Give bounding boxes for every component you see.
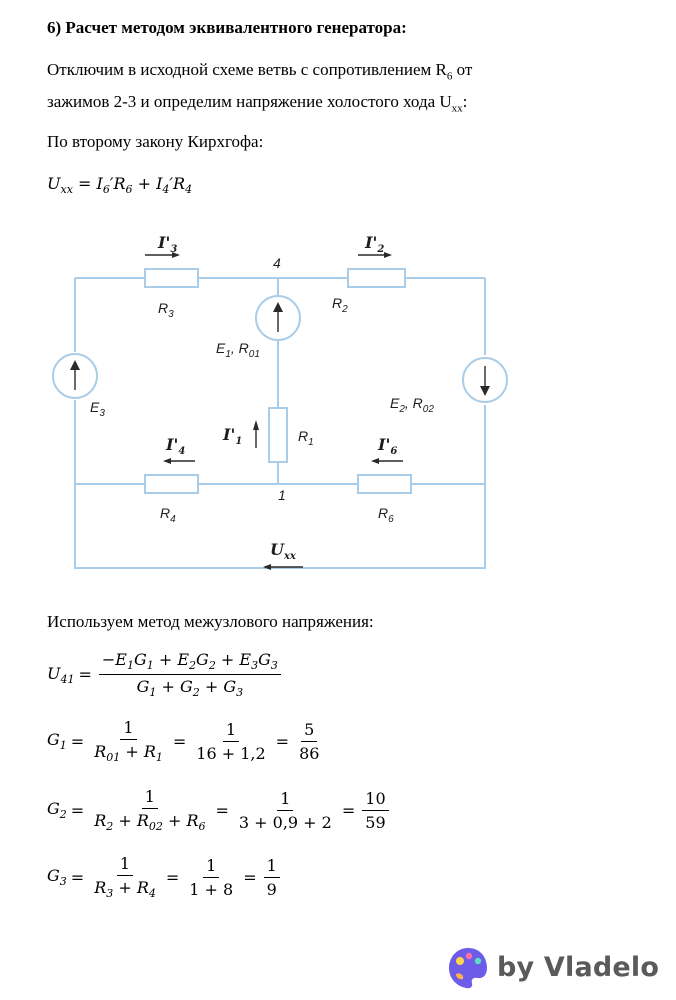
circuit-diagram: 4 1 R3 R2 R1 R4 R6 E1, R01 E3 E2, R02 I'… <box>52 233 508 570</box>
kirchhoff-text: По второму закону Кирхгофа: <box>47 132 264 151</box>
arrow-i2 <box>358 252 392 258</box>
label-r6: R6 <box>378 505 394 525</box>
resistor-r1 <box>268 407 288 463</box>
label-i1: I'1 <box>222 425 242 447</box>
node-1-label: 1 <box>278 487 286 503</box>
arrow-i1 <box>253 420 259 448</box>
palette-icon <box>449 948 487 989</box>
label-e3: E3 <box>90 399 105 419</box>
source-e1 <box>255 295 301 341</box>
brand-text: by Vladelo <box>497 951 660 983</box>
arrow-i6 <box>371 458 403 464</box>
node-4-label: 4 <box>273 255 281 271</box>
resistor-r3 <box>144 268 199 288</box>
label-e2-r02: E2, R02 <box>390 395 434 415</box>
wire-uxx-loop <box>74 484 486 569</box>
label-i4: I'4 <box>165 435 185 457</box>
source-e3 <box>52 353 98 399</box>
resistor-r4 <box>144 474 199 494</box>
brand-logo: by Vladelo <box>447 944 659 990</box>
arrow-i3 <box>145 252 180 258</box>
label-i6: I'6 <box>377 435 397 457</box>
method-text: Используем метод межузлового напряжения: <box>47 612 374 631</box>
label-r1: R1 <box>298 428 314 448</box>
label-r2: R2 <box>332 295 348 315</box>
arrow-i4 <box>163 458 195 464</box>
resistor-r6 <box>357 474 412 494</box>
label-r4: R4 <box>160 505 176 525</box>
source-e2 <box>462 357 508 403</box>
intro-line-2: зажимов 2-3 и определим напряжение холос… <box>47 92 468 115</box>
label-uxx: Uxx <box>270 540 297 562</box>
label-e1-r01: E1, R01 <box>216 340 260 360</box>
arrow-uxx <box>263 564 303 570</box>
label-i2: I'2 <box>364 233 384 255</box>
resistor-r2 <box>347 268 406 288</box>
label-r3: R3 <box>158 300 174 320</box>
label-i3: I'3 <box>157 233 177 255</box>
u41-equation: U41= −E1G1 + E2G2 + E3G3 G1 + G2 + G3 <box>47 650 284 699</box>
uxx-equation: Uxx = I6′R6 + I4′R4 <box>47 174 193 197</box>
section-heading: 6) Расчет методом эквивалентного генерат… <box>47 18 407 37</box>
intro-line-1: Отключим в исходной схеме ветвь с сопрот… <box>47 60 473 83</box>
